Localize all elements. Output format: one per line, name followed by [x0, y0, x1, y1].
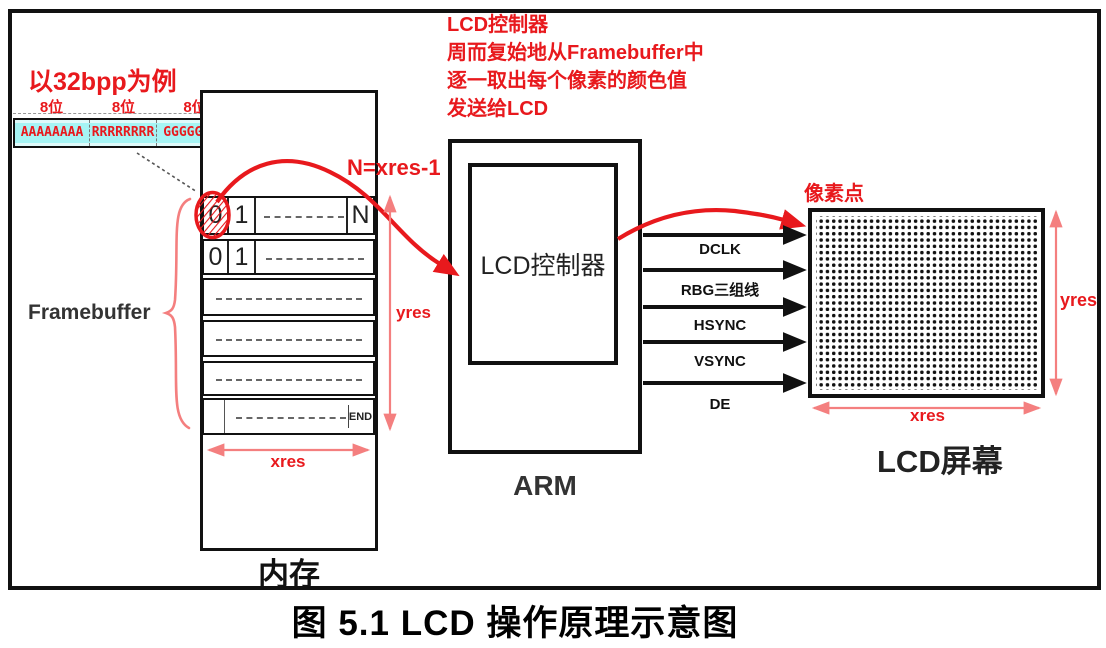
alpha-byte: AAAAAAAA [15, 120, 90, 146]
description-line-3: 逐一取出每个像素的颜色值 [447, 70, 687, 92]
pixel-point-label: 像素点 [804, 183, 864, 205]
row1-pixel-1: 1 [229, 241, 256, 273]
signal-label-vsync: VSYNC [694, 353, 746, 370]
description-line-4: 发送给LCD [447, 98, 549, 120]
pixel-format-bar: AAAAAAAA RRRRRRRR GGGGGGGG BBBBBBBB [13, 118, 302, 148]
bit-dimension-line [13, 113, 302, 114]
signal-label-dclk: DCLK [699, 241, 741, 258]
memory-label: 内存 [258, 557, 320, 592]
figure-caption: 图 5.1 LCD 操作原理示意图 [291, 604, 739, 643]
bit-label-alpha: 8位 [39, 99, 64, 116]
screen-yres-label: yres [1060, 290, 1098, 310]
description-line-1: LCD控制器 [447, 14, 549, 36]
figure-border [8, 9, 1101, 590]
row0-pixel-0: 0 [204, 198, 229, 233]
framebuffer-row-0: 0 1 N [202, 196, 375, 235]
framebuffer-label: Framebuffer [28, 301, 151, 324]
lcd-screen [808, 208, 1045, 398]
framebuffer-row-3 [202, 320, 375, 357]
row0-pixel-1: 1 [229, 198, 256, 233]
description-line-2: 周而复始地从Framebuffer中 [447, 42, 704, 64]
signal-label-hsync: HSYNC [693, 317, 747, 334]
end-cell: END [348, 405, 372, 428]
framebuffer-row-1: 0 1 [202, 239, 375, 275]
arm-label: ARM [513, 470, 577, 501]
row1-ellipsis [266, 257, 364, 260]
row0-ellipsis [264, 216, 344, 219]
row4-ellipsis [216, 379, 362, 382]
memory-xres-label: xres [270, 452, 306, 471]
row0-pixel-n: N [346, 198, 373, 233]
screen-xres-label: xres [910, 406, 945, 425]
signal-label-de: DE [709, 396, 731, 413]
lcd-controller-box: LCD控制器 [468, 163, 618, 365]
end-row-ellipsis [236, 417, 346, 420]
row1-pixel-0: 0 [204, 241, 229, 273]
lcd-controller-label: LCD控制器 [480, 252, 606, 280]
row2-ellipsis [216, 297, 362, 300]
bpp-example-title: 以32bpp为例 [28, 68, 177, 96]
framebuffer-row-4 [202, 361, 375, 396]
row3-ellipsis [216, 339, 362, 342]
framebuffer-row-2 [202, 278, 375, 316]
lcd-screen-label: LCD屏幕 [877, 444, 1003, 479]
pixel-grid [816, 216, 1037, 390]
bit-label-red: 8位 [111, 99, 136, 116]
framebuffer-row-end: END [202, 398, 375, 435]
end-row-divider [224, 400, 225, 433]
memory-yres-label: yres [396, 303, 431, 322]
controller-description: LCD控制器 周而复始地从Framebuffer中 逐一取出每个像素的颜色值 发… [447, 11, 704, 123]
red-byte: RRRRRRRR [90, 120, 157, 146]
n-formula-label: N=xres-1 [347, 155, 441, 180]
signal-label-rgb: RBG三组线 [680, 282, 760, 299]
